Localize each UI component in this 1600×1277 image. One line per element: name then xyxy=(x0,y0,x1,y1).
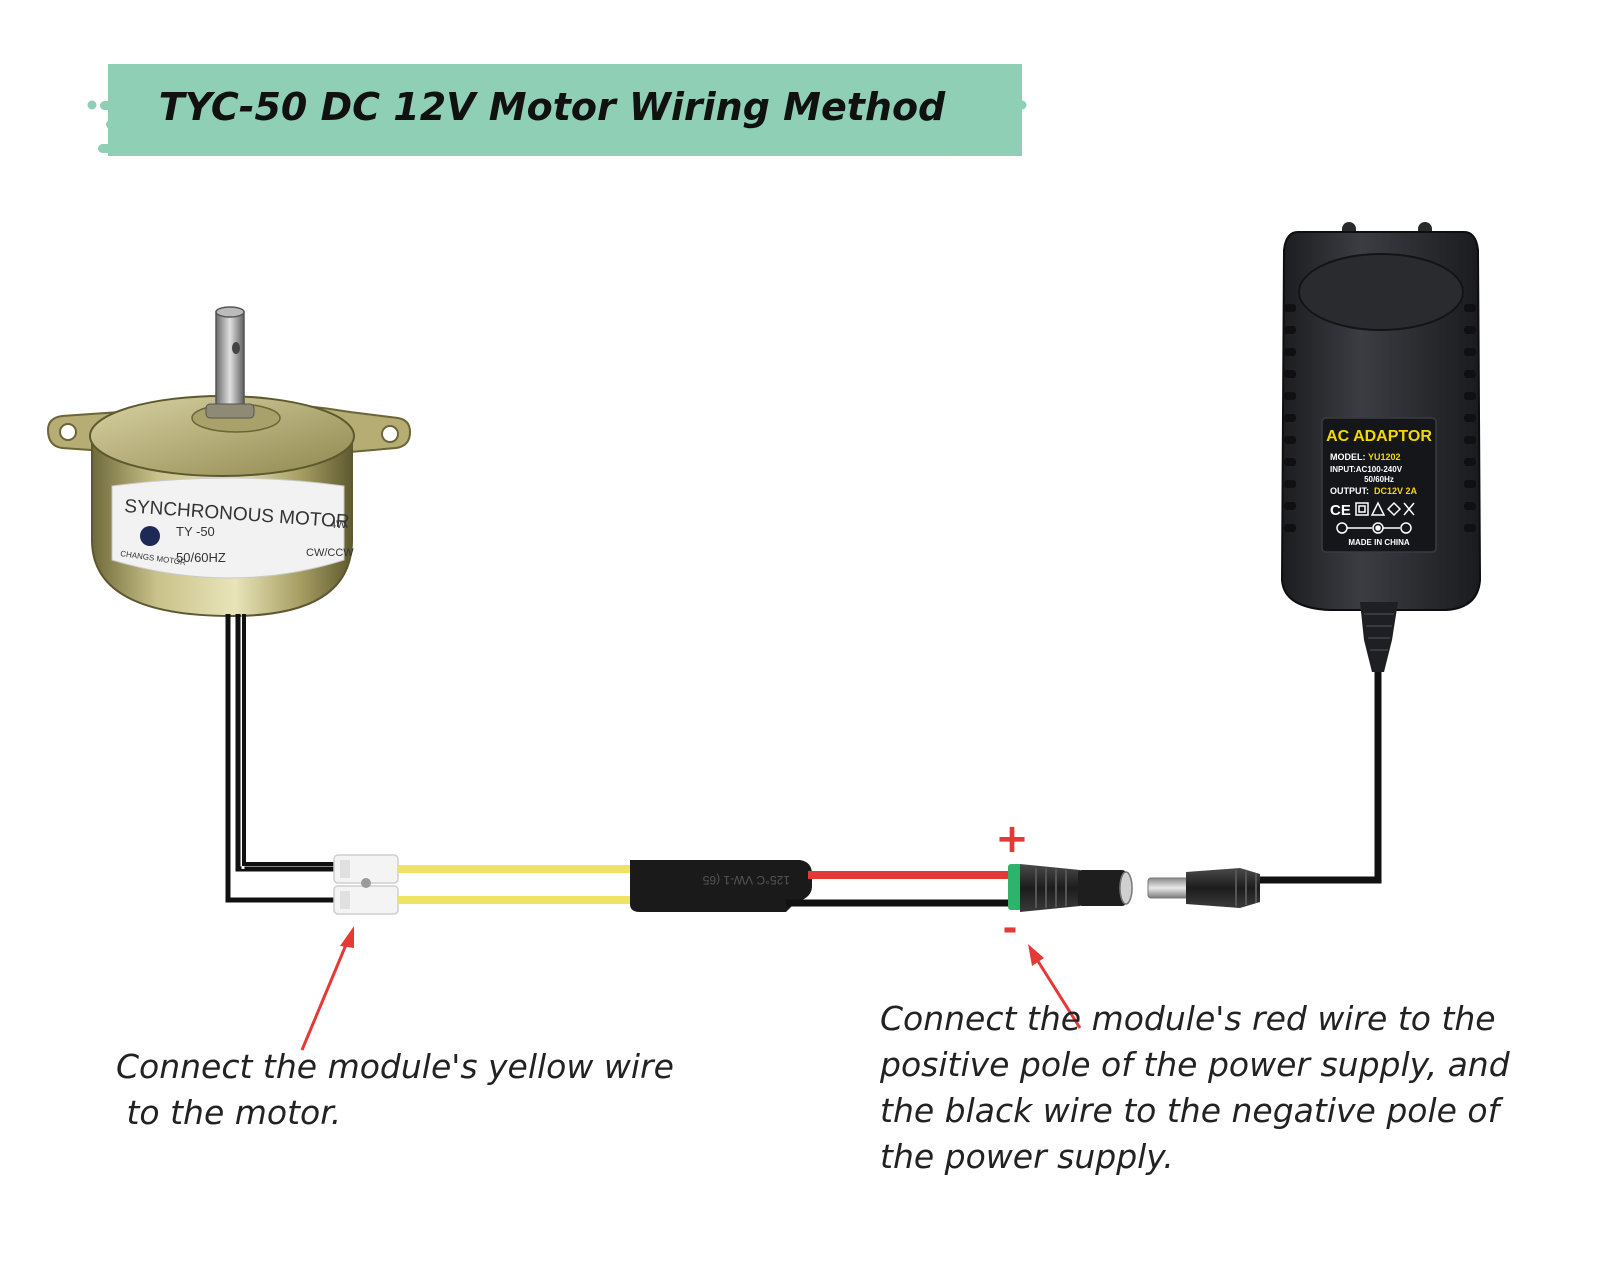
caption-right-line-2: positive pole of the power supply, and xyxy=(880,1045,1510,1084)
grip-ridges-right xyxy=(1464,304,1476,532)
jack-body xyxy=(1020,864,1080,912)
plug-body xyxy=(1186,868,1260,908)
adaptor-label-panel xyxy=(1321,417,1437,553)
motor-wire-bottom xyxy=(225,614,334,903)
flange-hole-left xyxy=(59,423,77,441)
caption-power-wires: Connect the module's red wire to the pos… xyxy=(880,996,1580,1180)
adaptor-output-value: DC12V 2A xyxy=(1374,486,1418,496)
female-dc-jack xyxy=(1008,864,1133,912)
caption-yellow-wire: Connect the module's yellow wire to the … xyxy=(116,1044,736,1136)
arrow-left-head xyxy=(340,926,354,948)
adaptor-model-value: YU1202 xyxy=(1368,452,1401,462)
banner-right-stripes xyxy=(944,64,1027,153)
shrink-module: 125°C VW-1 (65 xyxy=(630,860,812,912)
adaptor-output-label: OUTPUT: xyxy=(1330,486,1369,496)
motor-wires xyxy=(225,614,334,903)
arrow-right-head xyxy=(1028,944,1044,966)
pointer-arrows xyxy=(300,926,1082,1051)
caption-right-line-3: the black wire to the negative pole of xyxy=(880,1091,1500,1130)
adaptor-input: INPUT:AC100-240V xyxy=(1330,465,1403,474)
shrink-tube xyxy=(630,860,812,912)
motor-label-freq: 50/60HZ xyxy=(176,550,226,565)
arrow-left-shaft xyxy=(300,939,350,1051)
adaptor-model-label: MODEL: xyxy=(1330,452,1366,462)
caption-left-line-1: Connect the module's yellow wire xyxy=(116,1047,674,1086)
adaptor-cable xyxy=(1260,672,1382,884)
polarity-symbol-icon xyxy=(1336,522,1412,534)
page-title: TYC-50 DC 12V Motor Wiring Method xyxy=(159,85,946,129)
flange-hole-right xyxy=(381,425,399,443)
adaptor-heading: AC ADAPTOR xyxy=(1326,428,1432,445)
ac-adaptor: AC ADAPTOR MODEL: YU1202 INPUT:AC100-240… xyxy=(1280,222,1482,672)
power-wires xyxy=(786,871,1010,907)
motor-logo-icon xyxy=(140,526,160,546)
motor-label-panel xyxy=(111,477,345,579)
polarity-marks: + - xyxy=(995,816,1029,949)
motor-label-power: 4W xyxy=(330,519,347,531)
title-banner: TYC-50 DC 12V Motor Wiring Method xyxy=(87,64,1027,156)
motor-label-direction: CW/CCW xyxy=(306,547,354,559)
cert-icons xyxy=(1355,501,1415,517)
plug-tip xyxy=(1147,877,1189,899)
motor-wire-top xyxy=(235,614,334,872)
adaptor-input-freq: 50/60Hz xyxy=(1364,475,1394,484)
caption-right-line-4: the power supply. xyxy=(880,1137,1174,1176)
positive-mark: + xyxy=(995,816,1029,862)
motor-label-model: TY -50 xyxy=(176,524,215,539)
synchronous-motor: SYNCHRONOUS MOTOR TY -50 4W CHANGS MOTOR… xyxy=(46,306,412,618)
caption-right-line-1: Connect the module's red wire to the xyxy=(880,999,1496,1038)
arrow-right-shaft xyxy=(1034,957,1082,1029)
negative-mark: - xyxy=(1003,908,1018,949)
adaptor-cert-marks: CE xyxy=(1330,502,1351,519)
jack-terminal xyxy=(1008,864,1022,910)
terminal-block xyxy=(333,854,399,915)
grip-ridges-left xyxy=(1284,304,1296,532)
adaptor-made-in: MADE IN CHINA xyxy=(1348,538,1410,547)
yellow-wires xyxy=(398,865,632,904)
svg-text:125°C VW-1 (65: 125°C VW-1 (65 xyxy=(702,873,790,887)
male-dc-plug xyxy=(1147,672,1382,908)
motor-shaft xyxy=(215,311,245,417)
caption-left-line-2: to the motor. xyxy=(116,1093,342,1132)
